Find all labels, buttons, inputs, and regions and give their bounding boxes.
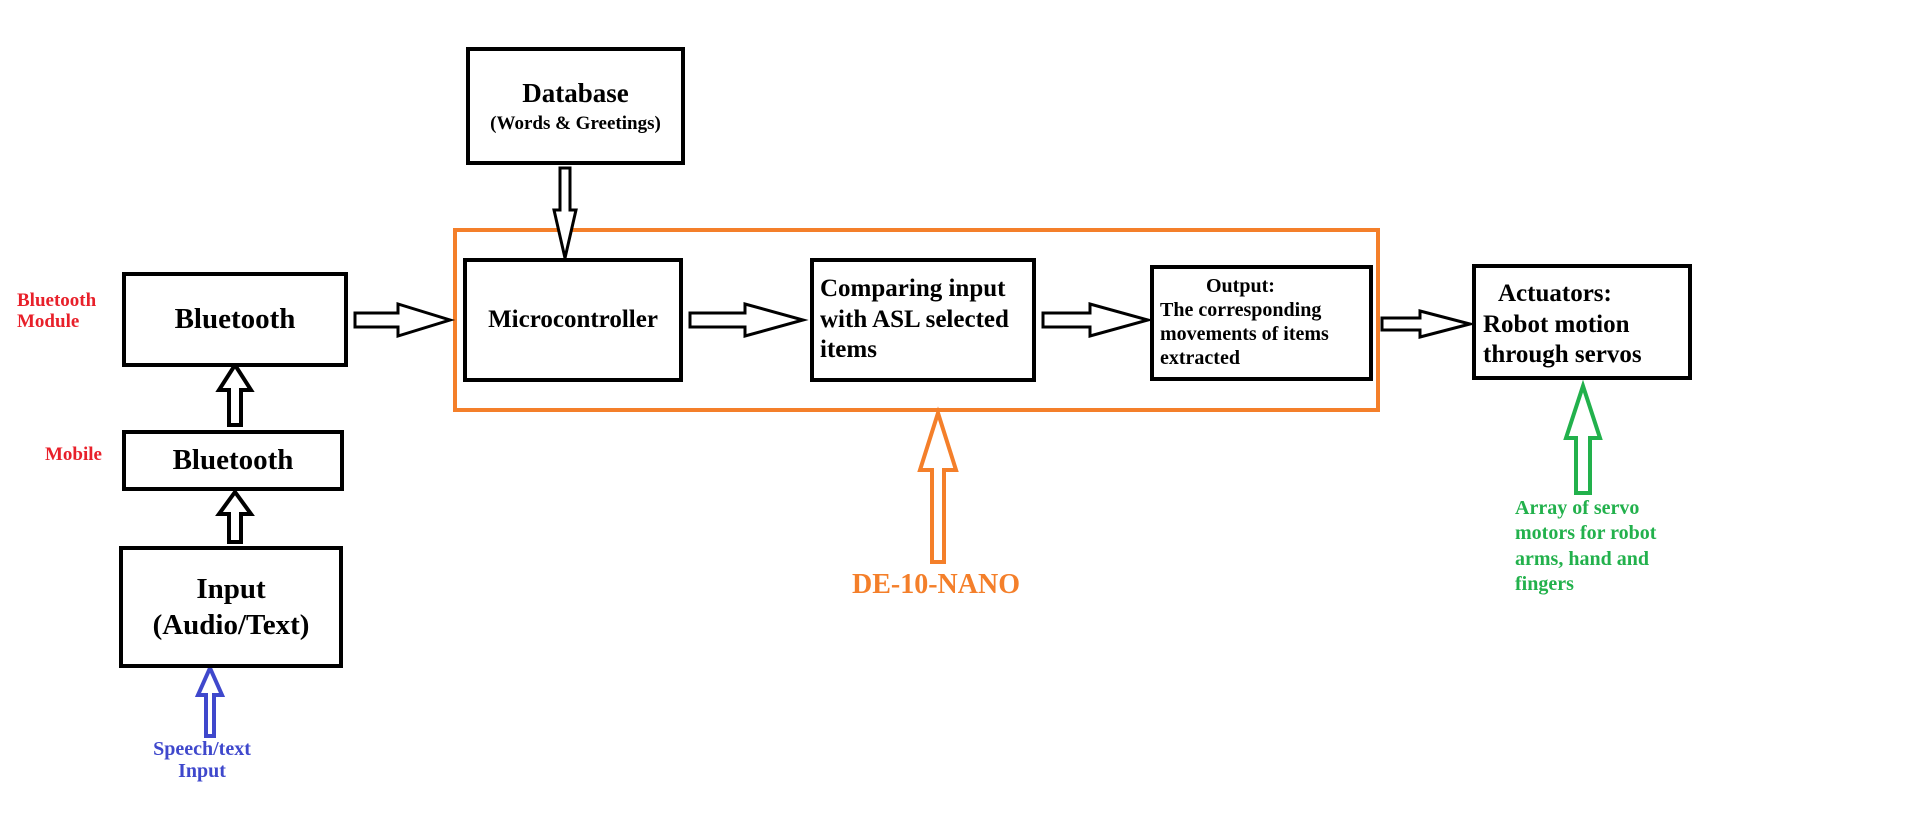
speech-input-label-line1: Speech/text <box>153 738 251 760</box>
database-box: Database (Words & Greetings) <box>466 47 685 165</box>
mobile-label: Mobile <box>45 444 102 465</box>
actuators-line2: Robot motion <box>1483 310 1630 338</box>
bluetooth-module-text: Bluetooth <box>174 303 296 335</box>
servo-array-label-line4: fingers <box>1515 573 1574 596</box>
database-subtitle: (Words & Greetings) <box>490 112 661 134</box>
comparing-box: Comparing input with ASL selected items <box>810 258 1036 382</box>
bluetooth-module-label: Bluetooth Module <box>17 290 96 333</box>
output-line1: The corresponding <box>1160 299 1322 321</box>
output-box: Output: The corresponding movements of i… <box>1150 265 1373 381</box>
microcontroller-box: Microcontroller <box>463 258 683 382</box>
arrow-comparing-to-output <box>1041 302 1154 338</box>
output-line2: movements of items <box>1160 323 1329 345</box>
output-line3: extracted <box>1160 347 1240 369</box>
arrow-speech-to-input <box>194 663 226 738</box>
input-line2: (Audio/Text) <box>152 609 310 641</box>
mobile-label-text: Mobile <box>45 444 102 465</box>
input-box: Input (Audio/Text) <box>119 546 343 668</box>
bluetooth-module-label-line1: Bluetooth <box>17 290 97 311</box>
output-title: Output: <box>1206 275 1275 297</box>
de10-nano-label-text: DE-10-NANO <box>852 569 1020 600</box>
arrow-servos-to-actuators <box>1563 379 1603 495</box>
bluetooth-module-label-line2: Module <box>17 311 80 333</box>
servo-array-label: Array of servo motors for robot arms, ha… <box>1515 496 1656 598</box>
servo-array-label-line1: Array of servo <box>1515 497 1640 519</box>
comparing-line2: with ASL selected <box>820 305 1009 333</box>
speech-input-label-line2: Input <box>178 760 226 783</box>
servo-array-label-line3: arms, hand and <box>1515 547 1649 570</box>
arrow-database-to-microcontroller <box>552 166 578 259</box>
microcontroller-text: Microcontroller <box>488 306 658 333</box>
servo-array-label-line2: motors for robot <box>1515 522 1657 545</box>
database-title: Database <box>522 77 629 108</box>
comparing-line3: items <box>820 336 877 363</box>
speech-input-label: Speech/text Input <box>146 738 258 783</box>
bluetooth-mobile-box: Bluetooth <box>122 430 344 491</box>
bluetooth-mobile-text: Bluetooth <box>172 444 294 476</box>
actuators-line1: Actuators: <box>1498 280 1612 307</box>
arrow-mobile-to-bluetooth-module <box>215 361 255 427</box>
de10-nano-label: DE-10-NANO <box>852 569 1020 600</box>
arrow-de10-nano-to-group <box>917 406 959 564</box>
arrow-input-to-mobile-bluetooth <box>215 488 255 544</box>
actuators-line3: through servos <box>1483 341 1642 368</box>
arrow-microcontroller-to-comparing <box>688 302 809 338</box>
input-line1: Input <box>196 572 266 605</box>
arrow-bluetooth-to-microcontroller <box>353 301 456 339</box>
bluetooth-module-box: Bluetooth <box>122 272 348 367</box>
comparing-line1: Comparing input <box>820 275 1006 302</box>
arrow-output-to-actuators <box>1380 309 1476 339</box>
actuators-box: Actuators: Robot motion through servos <box>1472 264 1692 380</box>
